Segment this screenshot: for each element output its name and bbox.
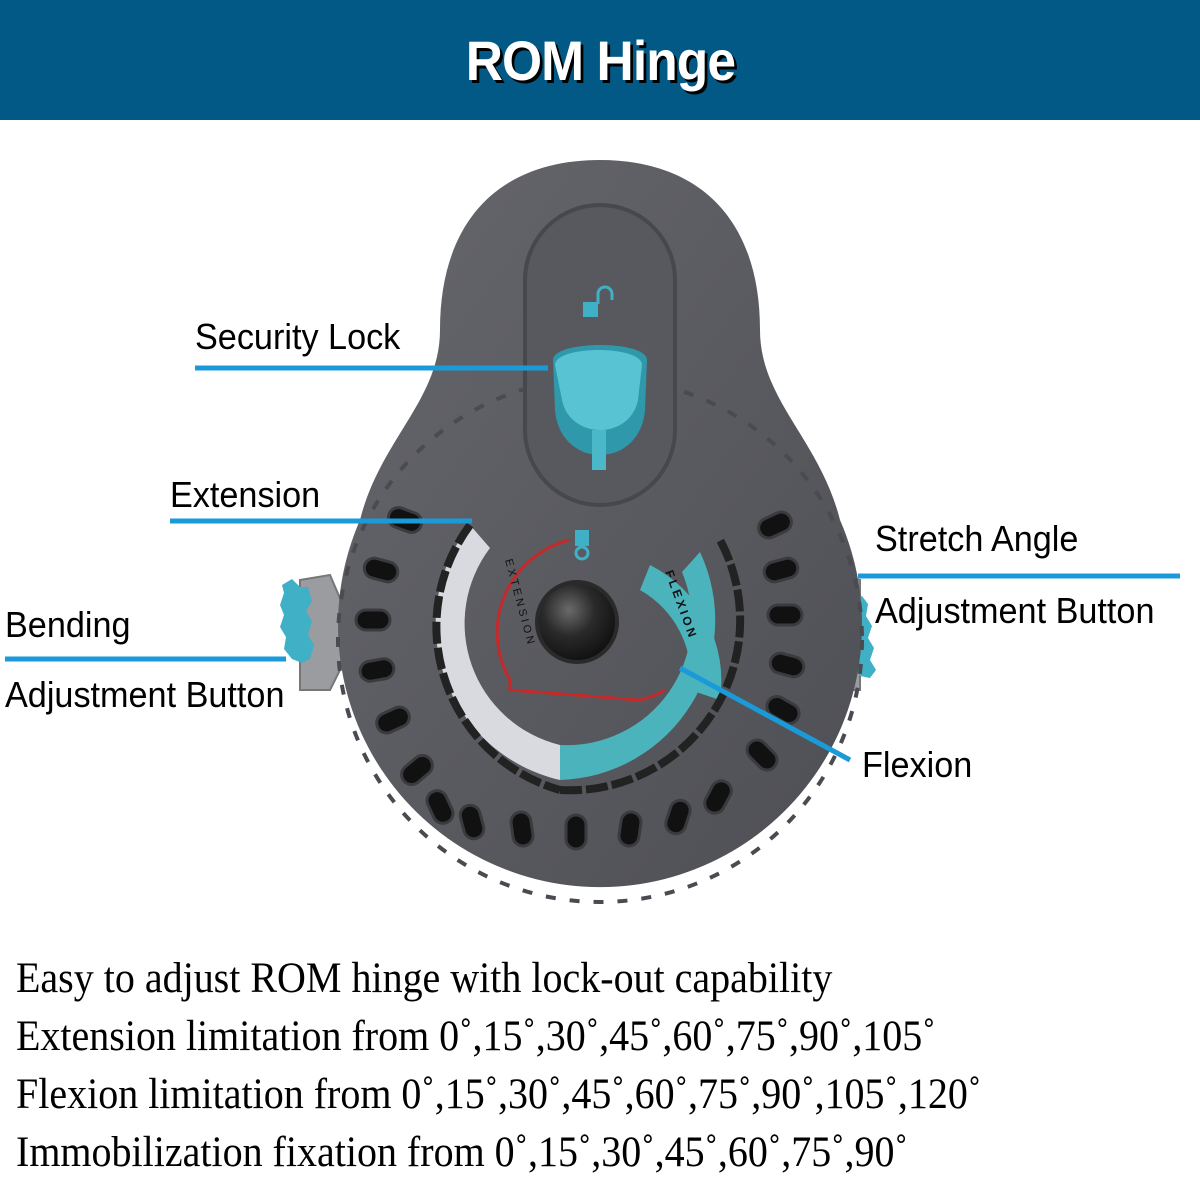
title-banner: ROM Hinge (0, 0, 1200, 120)
callout-flexion: Flexion (862, 744, 973, 785)
feature-lockout: Easy to adjust ROM hinge with lock-out c… (16, 955, 833, 1002)
feature-extension-range: Extension limitation from 0˚,15˚,30˚,45˚… (16, 1013, 936, 1060)
feature-flexion-range: Flexion limitation from 0˚,15˚,30˚,45˚,6… (16, 1071, 982, 1118)
security-lock-slider[interactable] (553, 345, 647, 470)
locked-padlock-icon (574, 530, 590, 561)
callout-extension: Extension (170, 474, 321, 515)
page-title: ROM Hinge (465, 28, 735, 92)
bending-adjustment-wheel[interactable] (280, 573, 346, 691)
callout-stretch-adjustment-button: Adjustment Button (875, 590, 1155, 631)
unlocked-padlock-icon (583, 285, 614, 317)
rom-hinge-illustration: EXTENSION FLEXION (5, 160, 1180, 904)
callout-bending-adjustment-button: Adjustment Button (5, 674, 285, 715)
callout-security-lock: Security Lock (195, 316, 401, 357)
product-diagram: EXTENSION FLEXION Security Lock Extensio… (0, 120, 1200, 940)
center-pivot-knob (535, 580, 619, 664)
callout-bending: Bending (5, 604, 131, 645)
feature-immobilization-range: Immobilization fixation from 0˚,15˚,30˚,… (16, 1129, 908, 1176)
callout-stretch-angle: Stretch Angle (875, 518, 1079, 559)
feature-list: Easy to adjust ROM hinge with lock-out c… (16, 950, 1200, 1182)
